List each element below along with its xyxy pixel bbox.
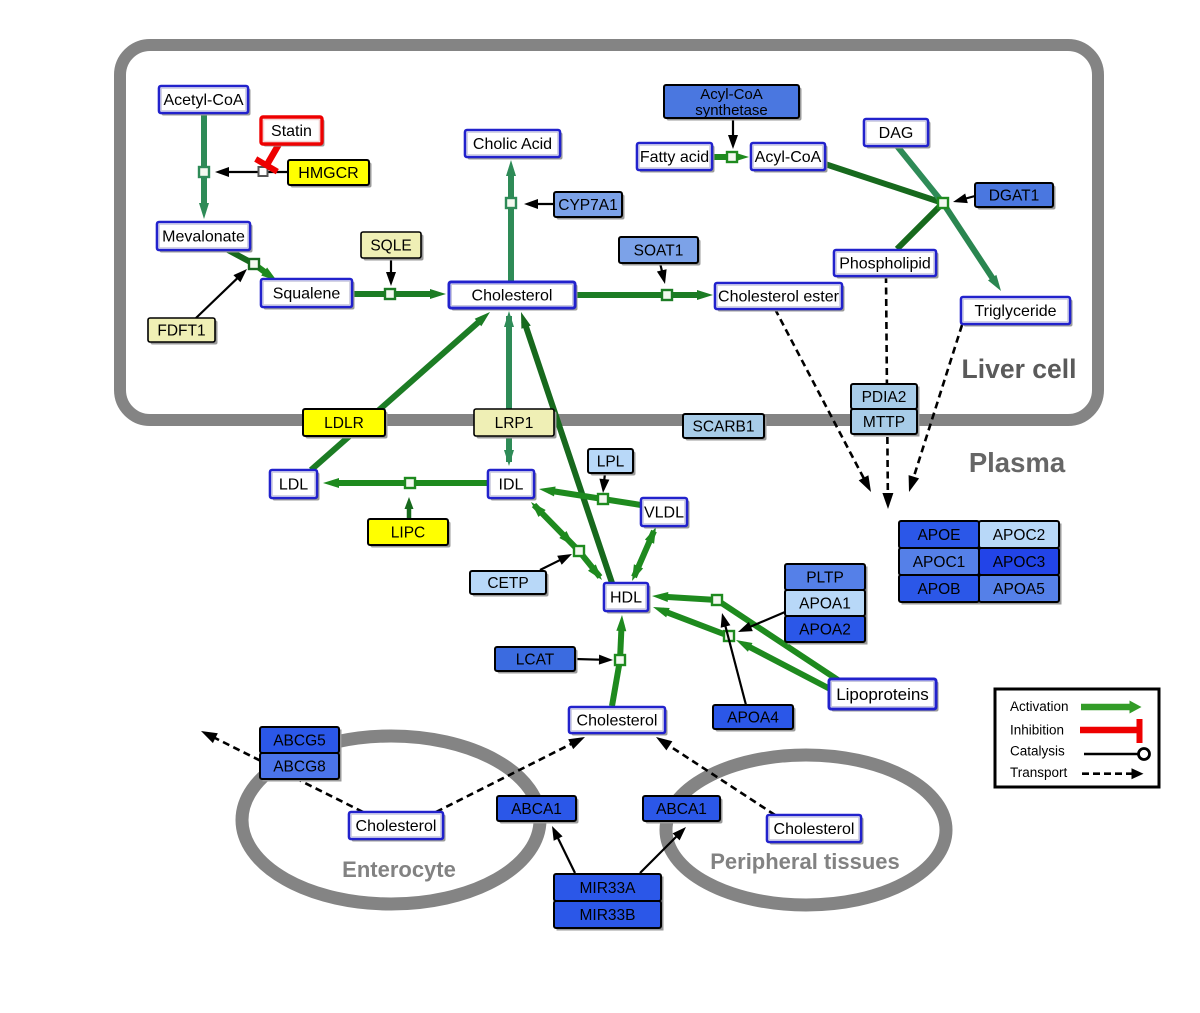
svg-text:LPL: LPL [597, 453, 625, 470]
svg-text:APOE: APOE [917, 527, 960, 544]
svg-text:IDL: IDL [499, 477, 524, 494]
svg-text:Cholesterol: Cholesterol [577, 713, 658, 730]
svg-text:Lipoproteins: Lipoproteins [836, 685, 929, 704]
svg-text:APOC2: APOC2 [993, 527, 1046, 544]
svg-text:DGAT1: DGAT1 [989, 187, 1040, 204]
svg-text:MIR33A: MIR33A [580, 880, 637, 897]
svg-text:LDLR: LDLR [324, 415, 364, 432]
svg-text:Squalene: Squalene [273, 286, 341, 303]
svg-text:APOC3: APOC3 [993, 554, 1046, 571]
svg-text:Mevalonate: Mevalonate [162, 229, 245, 246]
svg-text:MTTP: MTTP [863, 414, 905, 431]
svg-text:MIR33B: MIR33B [580, 907, 636, 924]
svg-text:HMGCR: HMGCR [298, 165, 358, 182]
svg-text:APOC1: APOC1 [913, 554, 966, 571]
svg-text:PDIA2: PDIA2 [862, 389, 907, 406]
svg-text:PLTP: PLTP [806, 569, 844, 586]
svg-text:Acyl-CoA: Acyl-CoA [755, 149, 822, 166]
svg-text:ABCG5: ABCG5 [273, 732, 326, 749]
svg-text:CYP7A1: CYP7A1 [558, 197, 617, 214]
svg-text:ABCA1: ABCA1 [656, 801, 707, 818]
svg-text:Catalysis: Catalysis [1010, 744, 1065, 759]
svg-text:ABCG8: ABCG8 [273, 758, 326, 775]
svg-text:LIPC: LIPC [391, 524, 425, 541]
svg-text:Cholesterol ester: Cholesterol ester [718, 289, 840, 306]
svg-text:SQLE: SQLE [370, 237, 411, 254]
svg-text:Acyl-CoA: Acyl-CoA [700, 86, 763, 103]
svg-text:Triglyceride: Triglyceride [974, 303, 1056, 320]
svg-text:Statin: Statin [271, 123, 312, 140]
svg-text:LRP1: LRP1 [495, 415, 534, 432]
svg-text:APOB: APOB [917, 581, 960, 598]
svg-text:Acetyl-CoA: Acetyl-CoA [163, 92, 243, 109]
svg-text:Plasma: Plasma [969, 447, 1066, 478]
svg-text:Inhibition: Inhibition [1010, 723, 1064, 738]
svg-text:APOA4: APOA4 [727, 709, 779, 726]
svg-text:APOA1: APOA1 [799, 595, 851, 612]
svg-text:APOA2: APOA2 [799, 621, 851, 638]
svg-text:Cholesterol: Cholesterol [774, 821, 855, 838]
svg-text:Cholesterol: Cholesterol [472, 288, 553, 305]
svg-text:Cholic Acid: Cholic Acid [473, 136, 552, 153]
svg-text:Peripheral tissues: Peripheral tissues [710, 849, 900, 874]
svg-text:SOAT1: SOAT1 [634, 242, 684, 259]
svg-text:DAG: DAG [879, 125, 914, 142]
svg-text:VLDL: VLDL [644, 505, 684, 522]
svg-text:Enterocyte: Enterocyte [342, 857, 456, 882]
svg-text:Liver cell: Liver cell [962, 354, 1077, 384]
svg-text:SCARB1: SCARB1 [692, 418, 754, 435]
svg-text:Activation: Activation [1010, 699, 1069, 714]
svg-text:FDFT1: FDFT1 [157, 322, 205, 339]
svg-text:CETP: CETP [487, 575, 528, 592]
svg-text:Phospholipid: Phospholipid [839, 256, 931, 273]
svg-text:synthetase: synthetase [695, 102, 768, 119]
svg-text:Fatty acid: Fatty acid [640, 149, 709, 166]
svg-text:APOA5: APOA5 [993, 581, 1045, 598]
svg-text:HDL: HDL [610, 590, 642, 607]
svg-text:Cholesterol: Cholesterol [356, 818, 437, 835]
svg-text:ABCA1: ABCA1 [511, 801, 562, 818]
svg-text:Transport: Transport [1010, 765, 1068, 780]
svg-text:LDL: LDL [279, 477, 308, 494]
svg-text:LCAT: LCAT [516, 651, 555, 668]
